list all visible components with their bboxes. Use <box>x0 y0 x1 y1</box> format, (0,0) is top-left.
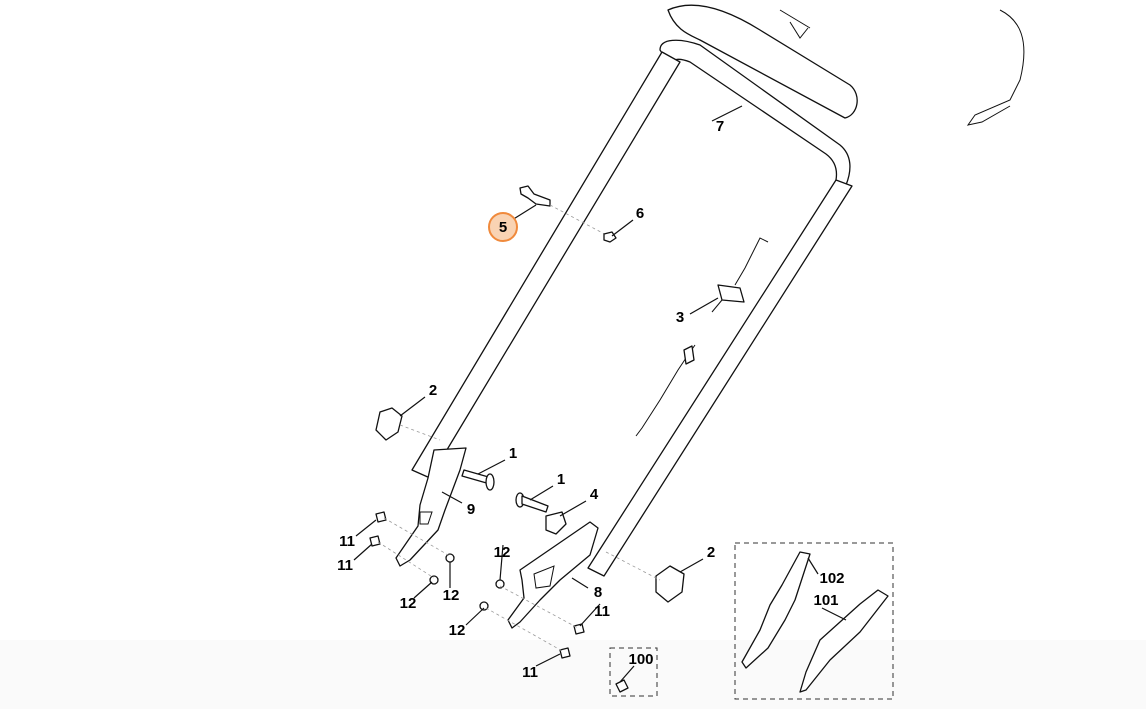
callout-5[interactable]: 5 <box>499 219 507 236</box>
callout-4[interactable]: 4 <box>590 486 599 503</box>
callout-101[interactable]: 101 <box>813 592 838 609</box>
bracket-part-8[interactable] <box>507 521 599 629</box>
washer-part-12[interactable] <box>495 579 505 589</box>
callout-102[interactable]: 102 <box>819 570 844 587</box>
washer-part-12[interactable] <box>445 553 455 563</box>
upper-handle-part-7[interactable] <box>411 4 1025 577</box>
assembly-line <box>399 424 441 441</box>
callout-11[interactable]: 11 <box>522 664 538 681</box>
screw-part-11[interactable] <box>369 535 381 547</box>
callout-8[interactable]: 8 <box>594 584 602 601</box>
callout-12[interactable]: 12 <box>443 587 460 604</box>
bracket-part-102[interactable] <box>741 551 811 669</box>
callout-2[interactable]: 2 <box>429 382 437 399</box>
leader-lines <box>353 105 847 683</box>
callout-11[interactable]: 11 <box>594 603 610 620</box>
callout-1[interactable]: 1 <box>509 445 517 462</box>
bolt-part-1-upper[interactable] <box>461 469 495 491</box>
callout-2[interactable]: 2 <box>707 544 715 561</box>
selected-callout-highlight <box>488 212 518 242</box>
callout-12[interactable]: 12 <box>449 622 466 639</box>
nut-part-6[interactable] <box>603 231 617 243</box>
clip-part-4[interactable] <box>545 511 567 535</box>
assembly-line <box>605 551 661 581</box>
knob-part-2-right[interactable] <box>655 565 685 603</box>
callout-3[interactable]: 3 <box>676 309 684 326</box>
callout-11[interactable]: 11 <box>337 557 353 574</box>
cable-part-3[interactable] <box>635 237 769 437</box>
screw-part-11[interactable] <box>573 623 585 635</box>
knob-part-2-left[interactable] <box>375 407 403 441</box>
callout-12[interactable]: 12 <box>400 595 417 612</box>
screw-part-11[interactable] <box>375 511 387 523</box>
callout-100[interactable]: 100 <box>628 651 653 668</box>
callout-7[interactable]: 7 <box>716 118 724 135</box>
callout-9[interactable]: 9 <box>467 501 475 518</box>
callout-6[interactable]: 6 <box>636 205 644 222</box>
bracket-part-9[interactable] <box>395 447 467 567</box>
bolt-part-1-lower[interactable] <box>515 492 549 513</box>
callout-12[interactable]: 12 <box>494 544 511 561</box>
screw-part-11[interactable] <box>559 647 571 659</box>
callout-11[interactable]: 11 <box>339 533 355 550</box>
bracket-part-101[interactable] <box>799 589 889 693</box>
kit-box-100 <box>609 647 658 697</box>
callout-1[interactable]: 1 <box>557 471 565 488</box>
background-fade <box>0 640 1146 709</box>
kit-box-101-102 <box>734 542 894 700</box>
bolt-part-5[interactable] <box>519 185 551 207</box>
